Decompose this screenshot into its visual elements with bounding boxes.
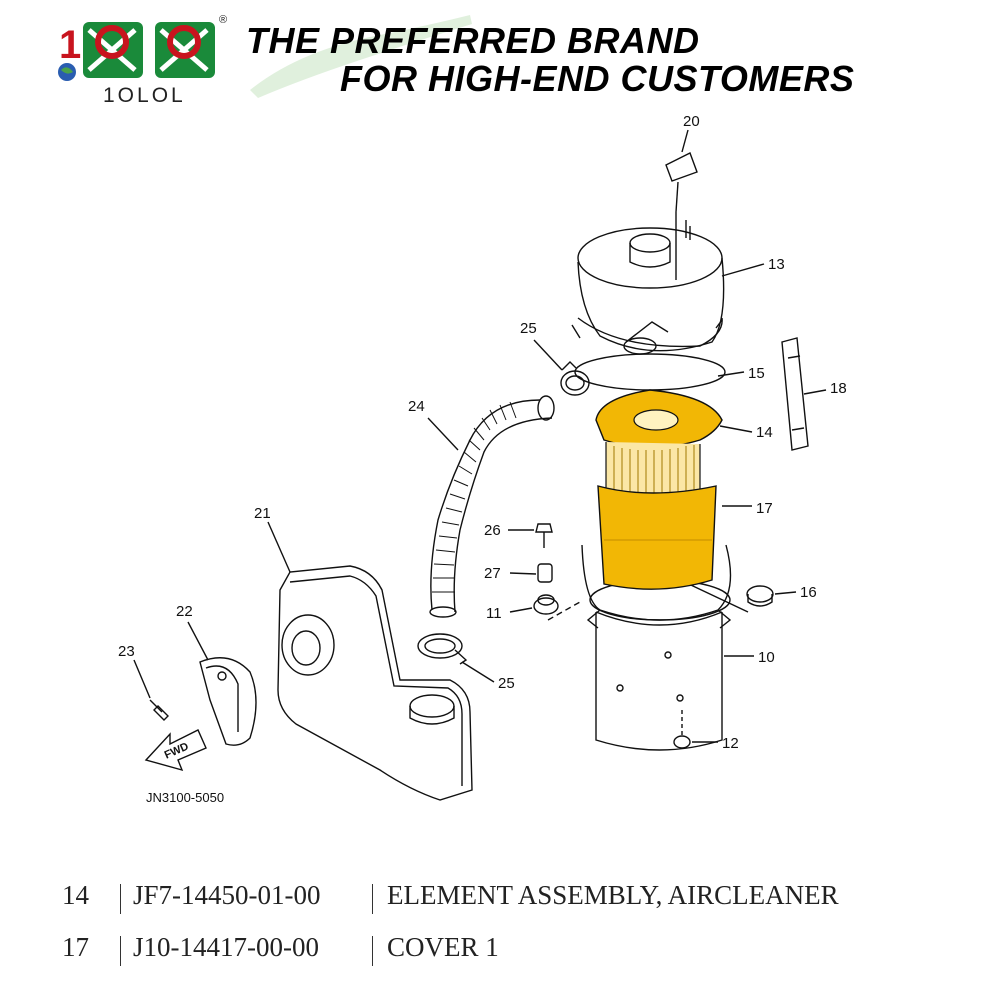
callout-27: 27 [484,565,501,582]
callout-23: 23 [118,643,135,660]
callout-15: 15 [748,365,765,382]
callout-22: 22 [176,603,193,620]
brand-logo-icon: 1 [58,22,215,81]
callout-26: 26 [484,522,501,539]
parts-diagram: FWD 20 13 25 15 18 24 14 17 21 26 27 16 … [118,113,847,805]
callout-10: 10 [758,649,775,666]
row-2-separator-b [372,936,373,966]
callout-14: 14 [756,424,773,441]
callout-24: 24 [408,398,425,415]
callout-21: 21 [254,505,271,522]
callout-18: 18 [830,380,847,397]
svg-text:1: 1 [59,23,81,67]
row-2-separator-a [120,936,121,966]
row-1-no: 14 [62,880,89,910]
fwd-arrow-icon: FWD [144,729,207,772]
callout-20: 20 [683,113,700,130]
callout-16: 16 [800,584,817,601]
row-1-part-number: JF7-14450-01-00 [133,880,321,910]
row-2-no: 17 [62,932,89,962]
brush-stroke-decoration [250,15,472,98]
row-2-part-number: J10-14417-00-00 [133,932,319,962]
row-2-description: COVER 1 [387,932,499,962]
row-1-separator-a [120,884,121,914]
registered-mark: ® [219,14,228,26]
callout-17: 17 [756,500,773,517]
callout-11: 11 [486,605,502,622]
callout-12: 12 [722,735,739,752]
callout-13: 13 [768,256,785,273]
callout-25-upper: 25 [520,320,537,337]
tagline-line-1: THE PREFERRED BRAND [246,20,700,61]
row-1-description: ELEMENT ASSEMBLY, AIRCLEANER [387,880,839,910]
tagline-line-2: FOR HIGH-END CUSTOMERS [340,58,855,99]
highlighted-cover [597,485,717,590]
brand-name: 1OLOL [103,84,186,107]
callout-25-lower: 25 [498,675,515,692]
diagram-reference-code: JN3100-5050 [146,790,224,805]
row-1-separator-b [372,884,373,914]
